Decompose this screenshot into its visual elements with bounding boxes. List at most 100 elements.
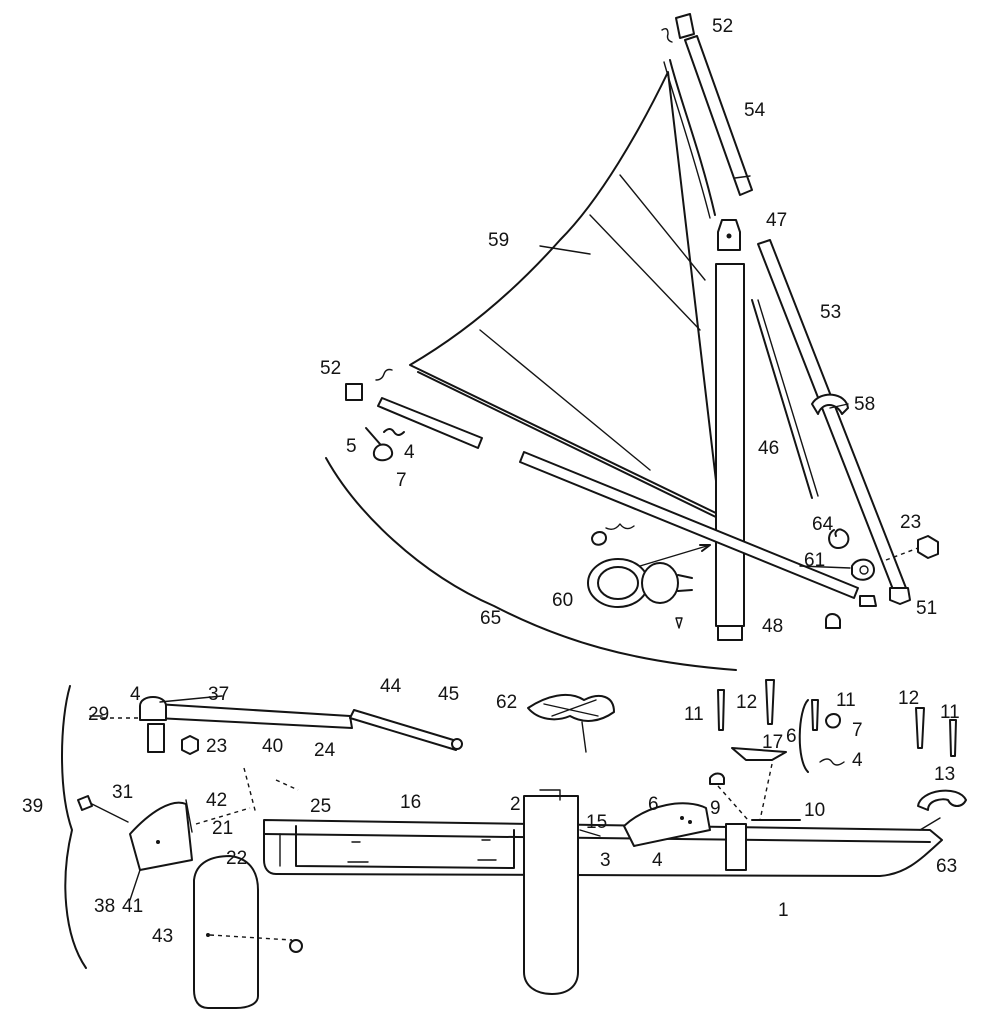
label-23-upper: 23: [900, 512, 921, 533]
hook-64: [828, 528, 850, 549]
label-21: 21: [212, 818, 233, 839]
small-parts-6b: [709, 699, 845, 785]
small-caps-lower: [825, 595, 877, 629]
top-spar-54: [663, 35, 753, 219]
mast-step-9: [725, 823, 747, 871]
lower-boom: [519, 451, 859, 599]
label-4-tiller: 4: [130, 684, 141, 705]
rudder-head-41: [129, 799, 193, 901]
cockpit-16: [279, 825, 515, 869]
label-63: 63: [936, 856, 957, 877]
label-17: 17: [762, 732, 783, 753]
label-23-lower: 23: [206, 736, 227, 757]
label-31: 31: [112, 782, 133, 803]
label-4-side: 4: [852, 750, 863, 771]
upper-boom-piece: [377, 397, 483, 449]
label-6-side: 6: [786, 726, 797, 747]
hull-1: [263, 819, 943, 877]
label-16: 16: [400, 792, 421, 813]
label-37: 37: [208, 684, 229, 705]
label-10: 10: [804, 800, 825, 821]
mast-base-48: [717, 625, 743, 641]
label-38: 38: [94, 896, 115, 917]
cleat-group-5-4-7: [365, 427, 405, 462]
label-15: 15: [586, 812, 607, 833]
label-58: 58: [854, 394, 875, 415]
label-45: 45: [438, 684, 459, 705]
label-7-side: 7: [852, 720, 863, 741]
label-4-hull: 4: [652, 850, 663, 871]
label-53: 53: [820, 302, 841, 323]
label-13: 13: [934, 764, 955, 785]
label-12-a: 12: [736, 692, 757, 713]
tiller-37: [155, 703, 353, 729]
label-29: 29: [88, 704, 109, 725]
leader-arrows: [159, 245, 941, 837]
label-60: 60: [552, 590, 573, 611]
dashed-leaders: [195, 767, 299, 825]
label-24: 24: [314, 740, 336, 761]
sail-59: [409, 71, 723, 521]
label-5: 5: [346, 436, 357, 457]
label-4-sail: 4: [404, 442, 415, 463]
label-64: 64: [812, 514, 834, 535]
label-54: 54: [744, 100, 766, 121]
upper-spar-53: [757, 239, 907, 593]
label-41: 41: [122, 896, 143, 917]
bracket-left-39: [61, 685, 87, 969]
label-52-top: 52: [712, 16, 733, 37]
label-42: 42: [206, 790, 227, 811]
fitting-61: [851, 558, 875, 581]
label-22: 22: [226, 848, 247, 869]
label-51: 51: [916, 598, 937, 619]
handle-13: [917, 789, 967, 811]
hardware-17: [717, 747, 787, 821]
label-46: 46: [758, 438, 779, 459]
label-7-sail: 7: [396, 470, 407, 491]
label-62: 62: [496, 692, 517, 713]
daggerboard-2: [523, 789, 579, 995]
label-2: 2: [510, 794, 521, 815]
pivot-4-upper: [89, 696, 167, 753]
label-25: 25: [310, 796, 331, 817]
label-12-b: 12: [898, 688, 919, 709]
rope-62: [527, 693, 615, 753]
end-cap-52-left: [345, 368, 393, 401]
label-52-left: 52: [320, 358, 341, 379]
label-11-b: 11: [836, 690, 856, 711]
label-48: 48: [762, 616, 783, 637]
bracket-60: [587, 558, 693, 629]
label-47: 47: [766, 210, 787, 231]
rudder-blade-43: [193, 855, 303, 1009]
tiller-extension-44: [349, 709, 463, 751]
label-6-deck: 6: [648, 794, 659, 815]
label-3: 3: [600, 850, 611, 871]
clamp-58: [811, 393, 849, 415]
bolt-31: [77, 795, 129, 823]
label-1: 1: [778, 900, 789, 921]
label-59: 59: [488, 230, 509, 251]
deck-plate-6: [623, 802, 711, 847]
label-65: 65: [480, 608, 501, 629]
label-44: 44: [380, 676, 402, 697]
label-43: 43: [152, 926, 173, 947]
arrow-to-mast: [639, 544, 711, 567]
mast-connector-47: [717, 219, 741, 251]
outline-65: [325, 457, 737, 671]
label-40: 40: [262, 736, 283, 757]
end-cap-52-top: [661, 13, 695, 43]
end-cap-51: [889, 587, 911, 605]
label-11-c: 11: [940, 702, 960, 723]
lower-mast-46: [715, 263, 745, 627]
boom-rope-assembly: [751, 299, 819, 499]
nut-23-upper: [885, 535, 939, 561]
label-11-a: 11: [684, 704, 704, 725]
nut-23-lower: [181, 735, 199, 755]
label-9: 9: [710, 798, 721, 819]
small-parts-near-60: [591, 523, 635, 546]
screws-11-12: [717, 679, 957, 757]
label-39: 39: [22, 796, 43, 817]
label-61: 61: [804, 550, 825, 571]
